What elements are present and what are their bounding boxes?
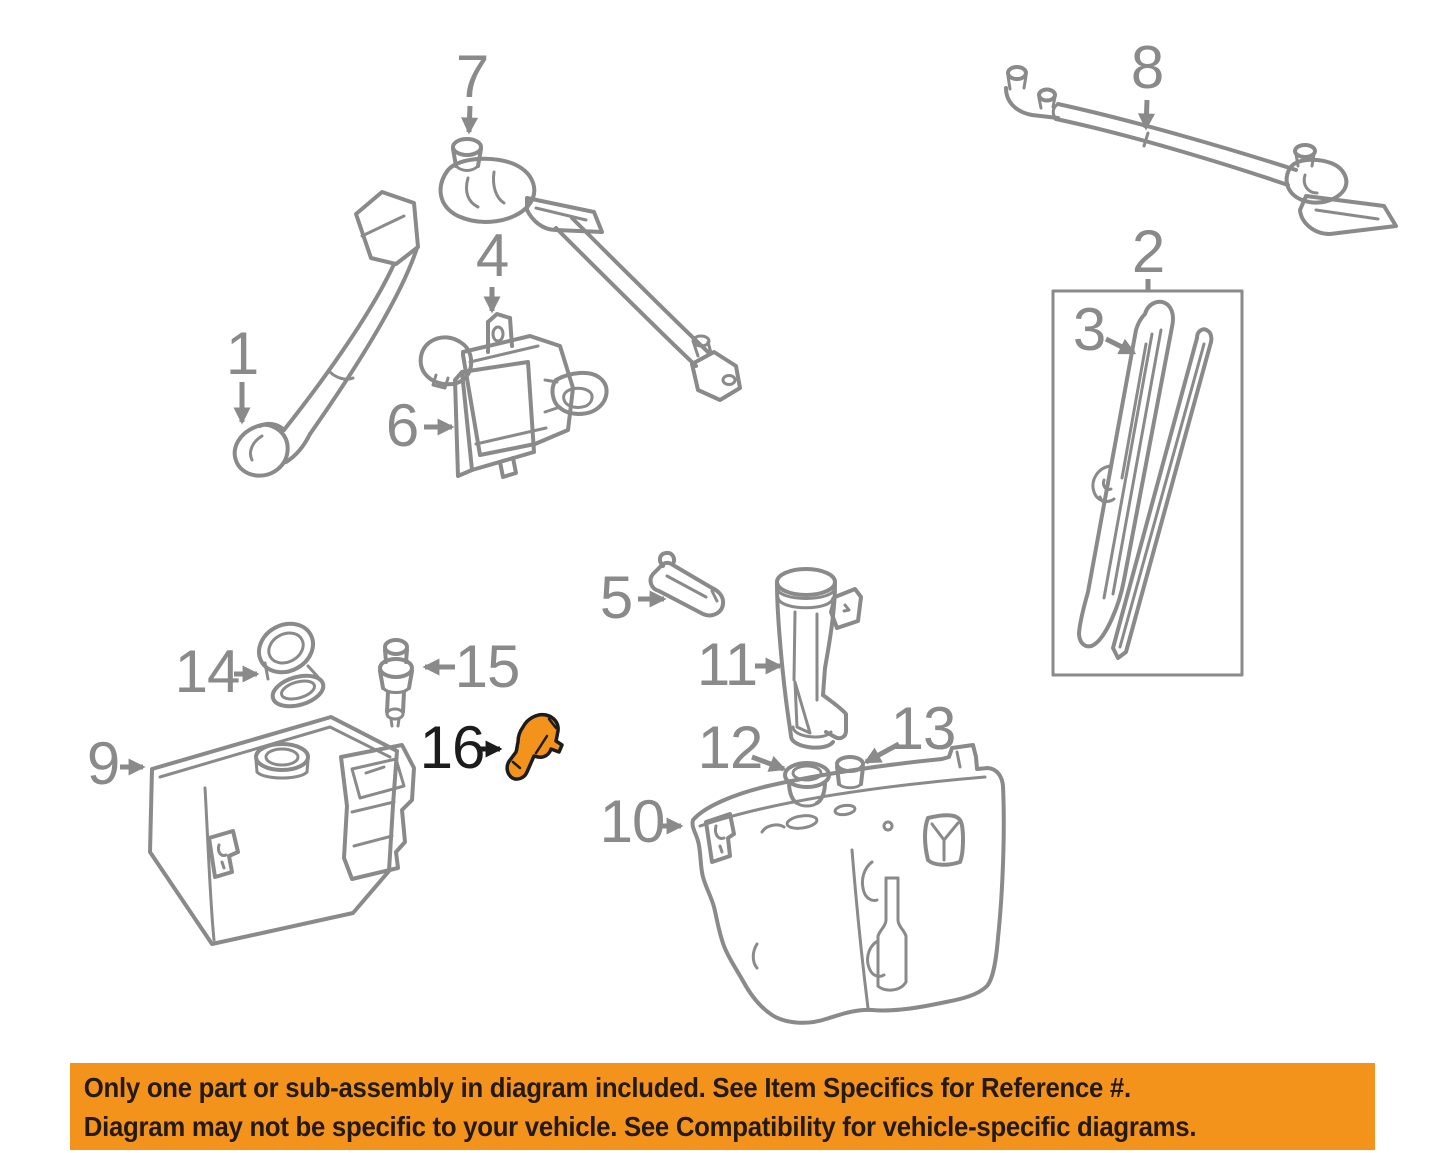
callout-12: 12: [697, 714, 764, 781]
highlighted-part-shape: [505, 712, 564, 781]
included-part-notice-banner: Only one part or sub-assembly in diagram…: [70, 1063, 1375, 1150]
callout-14: 14: [174, 638, 241, 705]
callout-leaders: [120, 99, 1156, 835]
reservoir-cap-art: [257, 621, 326, 709]
banner-text: Only one part or sub-assembly in diagram…: [70, 1063, 1271, 1146]
leader-arrow-3: [1104, 336, 1137, 356]
wiper-motor-art: [418, 312, 609, 457]
callout-3: 3: [1072, 296, 1106, 363]
wiper-linkage-art: [1004, 65, 1398, 236]
callout-6: 6: [385, 392, 419, 459]
washer-reservoir-art: [690, 743, 1006, 1025]
wiper-arm-art: [232, 190, 420, 478]
highlighted-included-part-art: [505, 712, 564, 781]
leader-arrow-12: [751, 754, 787, 772]
callout-13: 13: [890, 695, 957, 762]
washer-pump-art: [378, 638, 414, 728]
callout-2: 2: [1131, 218, 1165, 285]
callout-7: 7: [455, 43, 489, 110]
callout-11: 11: [696, 631, 758, 698]
callout-4: 4: [475, 222, 509, 289]
leader-arrow-13: [863, 741, 901, 765]
cap-plug-art: [835, 755, 865, 790]
leader-arrow-7: [461, 105, 479, 135]
callout-9: 9: [86, 730, 120, 797]
leader-arrow-8: [1138, 99, 1156, 131]
callout-10: 10: [599, 788, 666, 855]
banner-line-1: Only one part or sub-assembly in diagram…: [83, 1072, 1131, 1103]
left-reservoir-art: [148, 715, 416, 946]
callout-8: 8: [1130, 34, 1164, 101]
cover-module-art: [453, 360, 536, 479]
wiper-blade-and-insert-art: [1077, 299, 1214, 660]
callout-5: 5: [599, 564, 633, 631]
callout-15: 15: [454, 633, 521, 700]
callout-1: 1: [225, 320, 259, 387]
filler-neck-art: [775, 567, 863, 750]
wiper-pivot-link-art: [438, 137, 742, 402]
banner-line-2: Diagram may not be specific to your vehi…: [83, 1111, 1197, 1142]
grommet-art: [783, 761, 831, 808]
callout-16-highlighted: 16: [419, 714, 486, 781]
lever-cap-art: [648, 550, 726, 618]
